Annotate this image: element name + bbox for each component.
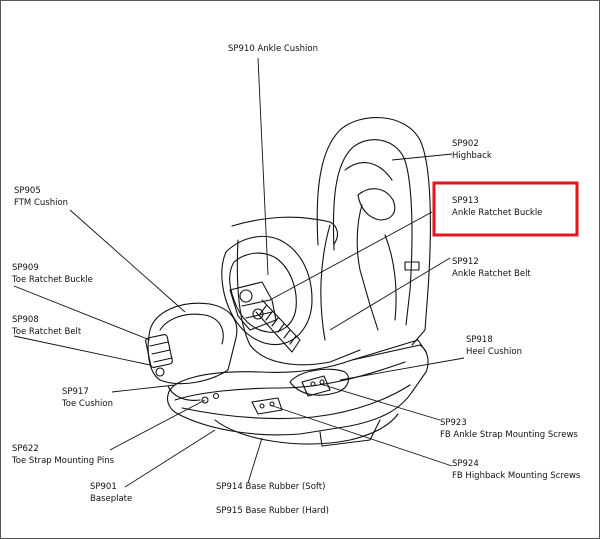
- label-sp902-code: SP902: [452, 139, 479, 149]
- label-sp901-name: Baseplate: [90, 494, 132, 504]
- label-sp622-name: Toe Strap Mounting Pins: [11, 456, 115, 466]
- label-sp914: SP914 Base Rubber (Soft): [216, 482, 325, 492]
- label-sp910: SP910 Ankle Cushion: [228, 44, 318, 54]
- label-sp912-code: SP912: [452, 257, 479, 267]
- label-sp905-name: FTM Cushion: [14, 198, 68, 208]
- label-sp917-code: SP917: [62, 387, 89, 397]
- label-sp908-code: SP908: [12, 315, 39, 325]
- label-sp918-name: Heel Cushion: [466, 347, 522, 357]
- label-sp912-name: Ankle Ratchet Belt: [452, 269, 531, 279]
- label-sp917-name: Toe Cushion: [61, 399, 113, 409]
- label-sp908-name: Toe Ratchet Belt: [11, 327, 82, 337]
- label-sp913-code: SP913: [452, 196, 479, 206]
- label-sp622-code: SP622: [12, 444, 39, 454]
- label-sp923-code: SP923: [440, 418, 467, 428]
- part-labels: SP910 Ankle Cushion SP902 Highback SP905…: [11, 44, 581, 516]
- label-sp918-code: SP918: [466, 335, 493, 345]
- label-sp913-name: Ankle Ratchet Buckle: [452, 208, 542, 218]
- label-sp905-code: SP905: [14, 186, 41, 196]
- snowboard-binding-illustration: [145, 117, 431, 447]
- label-sp924-name: FB Highback Mounting Screws: [452, 471, 581, 481]
- label-sp909-code: SP909: [12, 263, 39, 273]
- highlight-box-sp913: [432, 181, 579, 237]
- label-sp909-name: Toe Ratchet Buckle: [11, 275, 93, 285]
- label-sp923-name: FB Ankle Strap Mounting Screws: [440, 430, 578, 440]
- label-sp915: SP915 Base Rubber (Hard): [216, 506, 329, 516]
- label-sp901-code: SP901: [90, 482, 117, 492]
- leader-lines: [13, 57, 465, 488]
- label-sp924-code: SP924: [452, 459, 479, 469]
- label-sp902-name: Highback: [452, 151, 492, 161]
